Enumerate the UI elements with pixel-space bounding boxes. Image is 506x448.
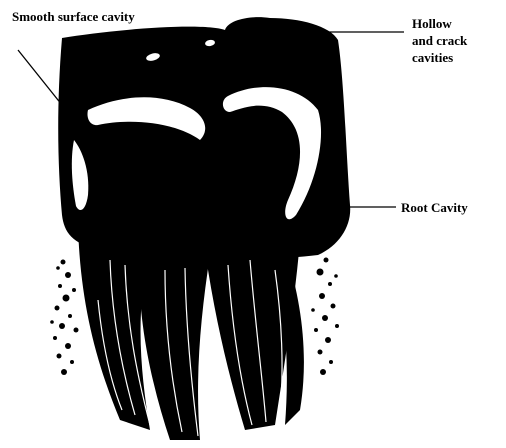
hollow-crack-cavities-label: Hollow and crack cavities (412, 15, 467, 66)
root-cavity-label: Root Cavity (401, 199, 468, 216)
smooth-surface-cavity-label: Smooth surface cavity (12, 8, 135, 25)
left-bone-speckles (50, 260, 78, 376)
hollow-label-line-3: cavities (412, 49, 467, 66)
right-bone-speckles (311, 245, 339, 375)
hollow-label-line-1: Hollow (412, 15, 467, 32)
hollow-label-line-2: and crack (412, 32, 467, 49)
